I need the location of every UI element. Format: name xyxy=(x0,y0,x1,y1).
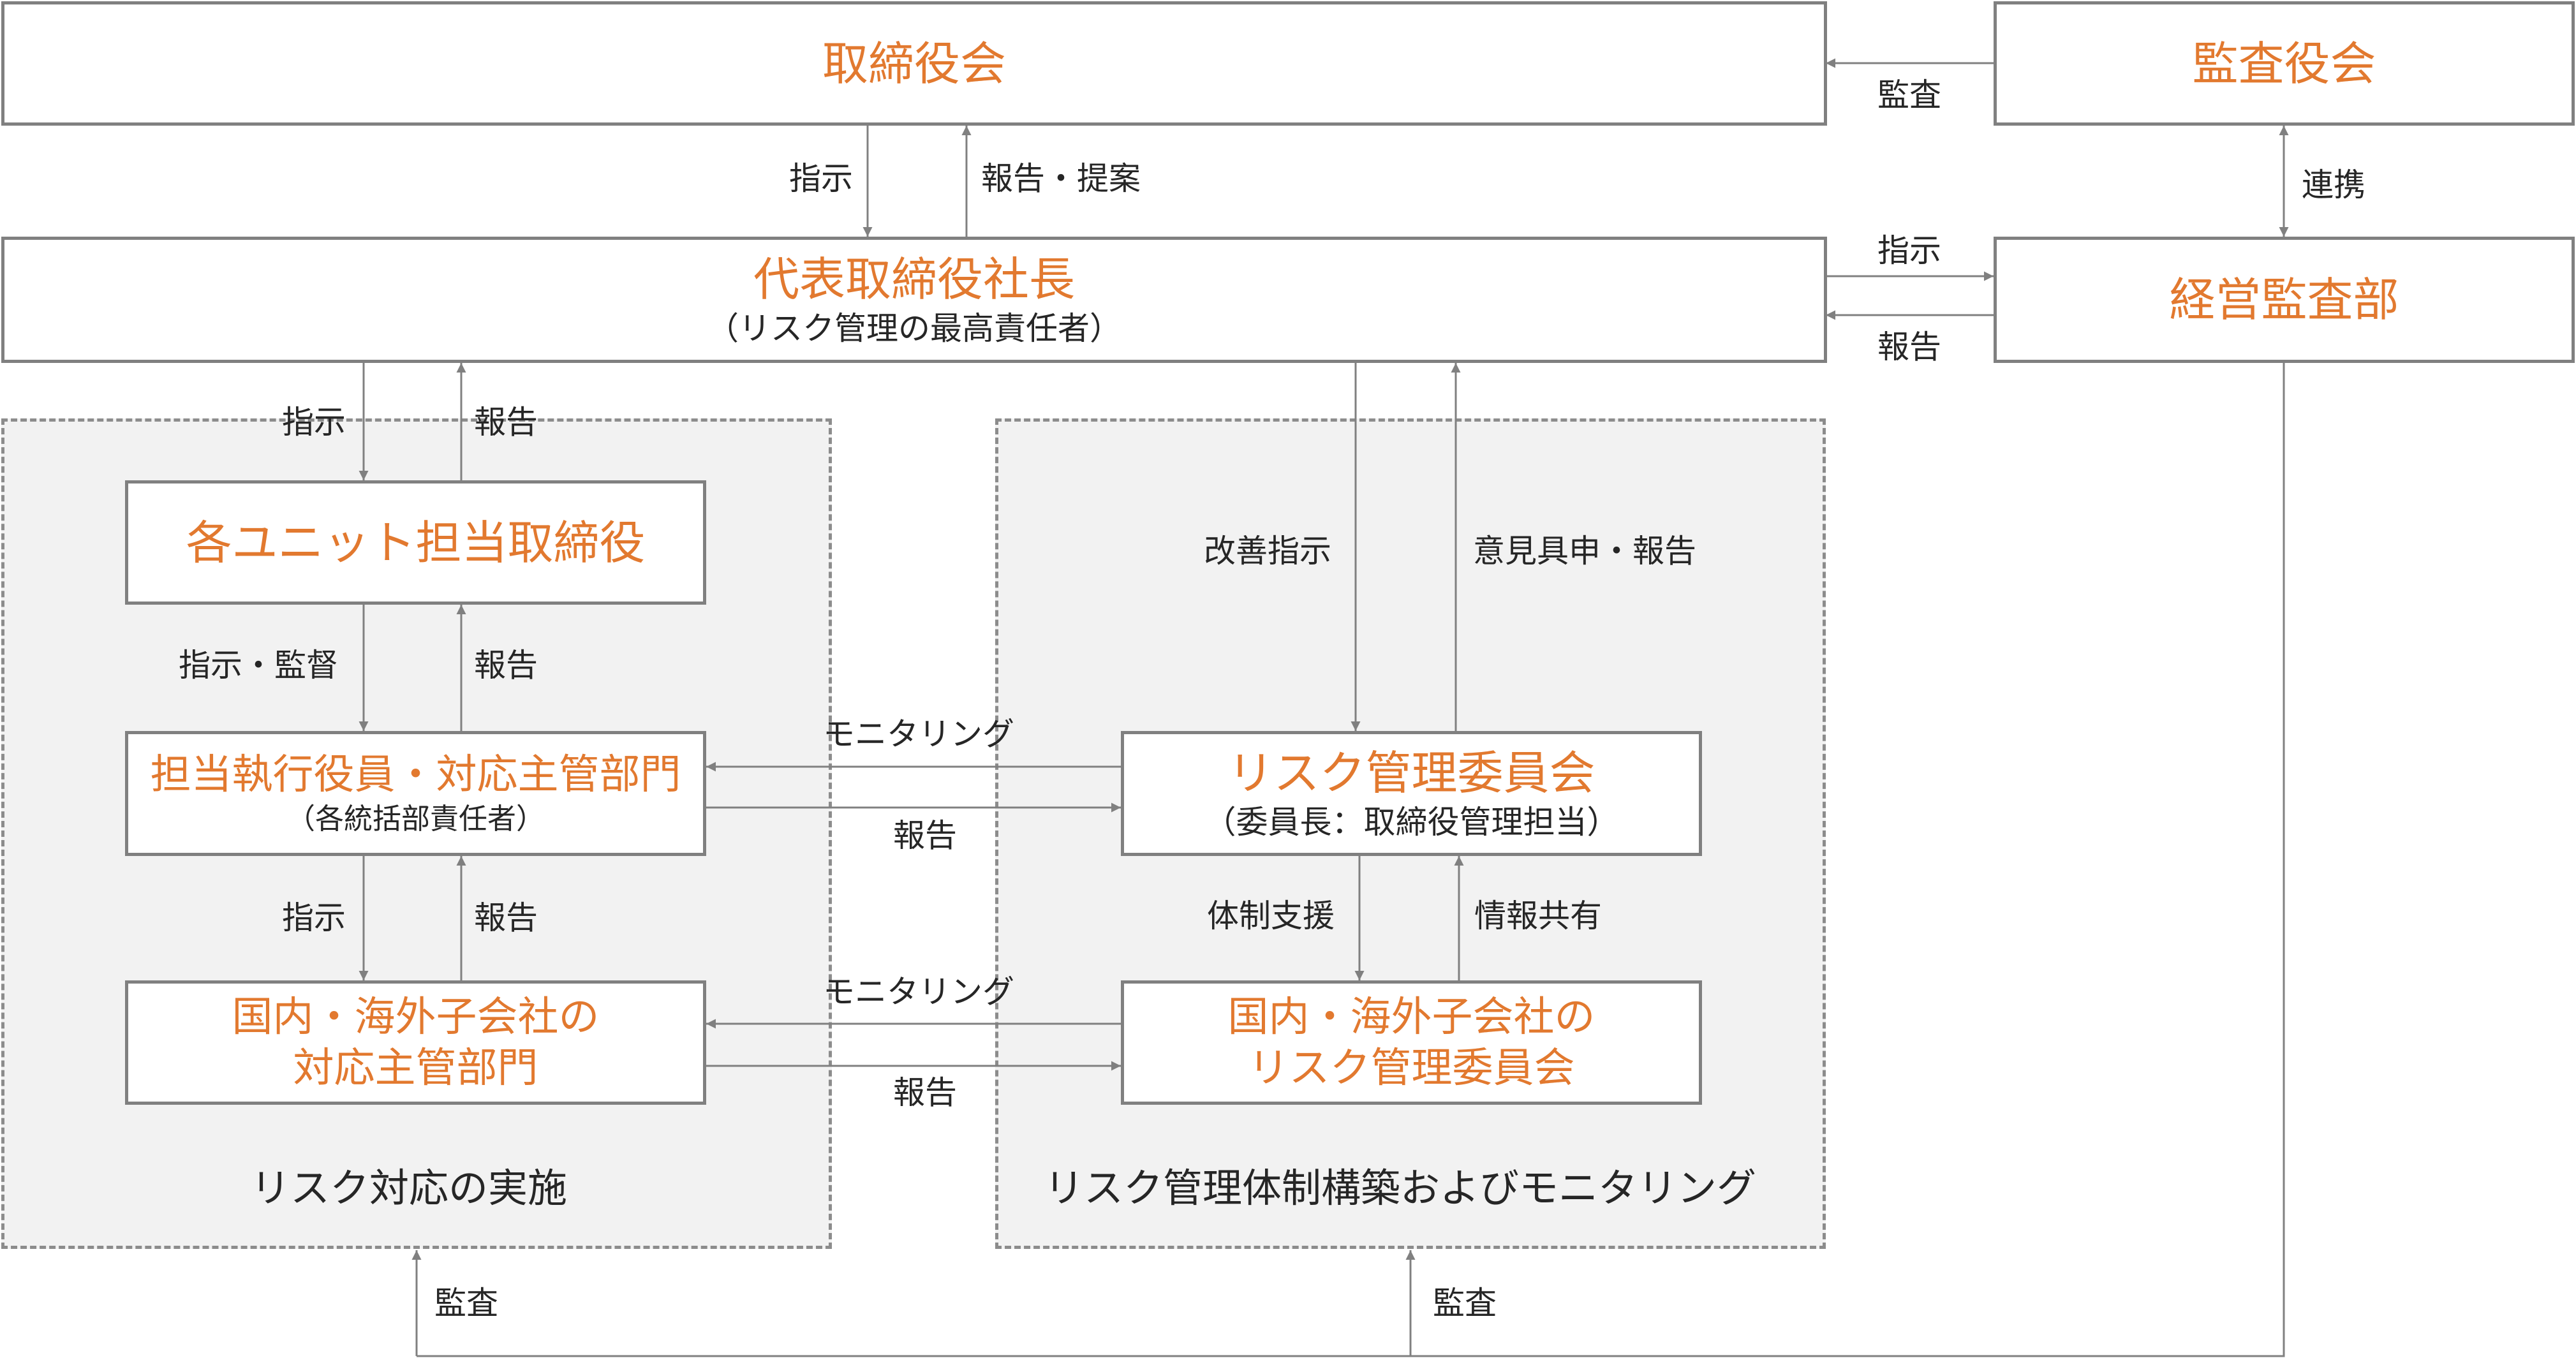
cooperation-label: 連携 xyxy=(2302,166,2365,203)
system-support-label: 体制支援 xyxy=(1207,897,1335,934)
instruct-audit-dept-label: 指示 xyxy=(1877,232,1941,269)
subsidiaries-dept-box: 国内・海外子会社の 対応主管部門 xyxy=(125,980,706,1105)
opinion-report-label: 意見具申・報告 xyxy=(1473,533,1696,570)
report-label-1: 報告 xyxy=(893,817,957,854)
exec-officers-subtitle: （各統括部責任者） xyxy=(286,801,545,836)
units-report-label: 報告 xyxy=(474,404,538,441)
audit-left-label: 監査 xyxy=(434,1285,498,1322)
instruct-supervise-label: 指示・監督 xyxy=(179,647,338,684)
president-instruct-units-label: 指示 xyxy=(282,404,346,441)
auditors-box: 監査役会 xyxy=(1994,1,2575,126)
risk-committee-subtitle: （委員長：取締役管理担当） xyxy=(1204,803,1619,841)
info-share-label: 情報共有 xyxy=(1474,897,1602,934)
report-label-2: 報告 xyxy=(893,1074,957,1111)
audit-dept-box: 経営監査部 xyxy=(1994,237,2575,363)
exec-report-label: 報告 xyxy=(474,647,538,684)
subsidiaries-dept-line2: 対応主管部門 xyxy=(293,1044,538,1092)
risk-monitoring-group-title: リスク管理体制構築およびモニタリング xyxy=(1044,1165,1757,1211)
improve-instruct-label: 改善指示 xyxy=(1204,533,1331,570)
sub-report-label: 報告 xyxy=(474,899,538,936)
exec-officers-title: 担当執行役員・対応主管部門 xyxy=(150,751,681,799)
monitoring-label-1: モニタリング xyxy=(823,716,1014,753)
subsidiaries-dept-line1: 国内・海外子会社の xyxy=(232,993,600,1041)
unit-directors-box: 各ユニット担当取締役 xyxy=(125,480,706,605)
president-subtitle: （リスク管理の最高責任者） xyxy=(707,309,1121,347)
auditors-title: 監査役会 xyxy=(2192,36,2376,91)
audit-line xyxy=(417,363,2285,1357)
sub-committee-box: 国内・海外子会社の リスク管理委員会 xyxy=(1121,980,1702,1105)
audit-to-board-label: 監査 xyxy=(1877,77,1941,114)
audit-dept-title: 経営監査部 xyxy=(2169,273,2399,327)
board-title: 取締役会 xyxy=(822,36,1006,91)
risk-response-group-title: リスク対応の実施 xyxy=(251,1165,568,1211)
president-title: 代表取締役社長 xyxy=(753,252,1075,306)
monitoring-label-2: モニタリング xyxy=(823,973,1014,1010)
instruct-sub-label: 指示 xyxy=(282,899,346,936)
board-box: 取締役会 xyxy=(1,1,1827,126)
exec-officers-box: 担当執行役員・対応主管部門 （各統括部責任者） xyxy=(125,731,706,856)
risk-committee-title: リスク管理委員会 xyxy=(1227,746,1595,800)
president-box: 代表取締役社長 （リスク管理の最高責任者） xyxy=(1,237,1827,363)
audit-right-label: 監査 xyxy=(1433,1285,1497,1322)
board-instruct-label: 指示 xyxy=(789,160,853,197)
report-proposal-label: 報告・提案 xyxy=(981,160,1141,197)
sub-committee-line2: リスク管理委員会 xyxy=(1248,1044,1575,1092)
unit-directors-title: 各ユニット担当取締役 xyxy=(186,515,646,570)
risk-committee-box: リスク管理委員会 （委員長：取締役管理担当） xyxy=(1121,731,1702,856)
sub-committee-line1: 国内・海外子会社の xyxy=(1227,993,1595,1041)
report-from-audit-dept-label: 報告 xyxy=(1877,328,1941,365)
